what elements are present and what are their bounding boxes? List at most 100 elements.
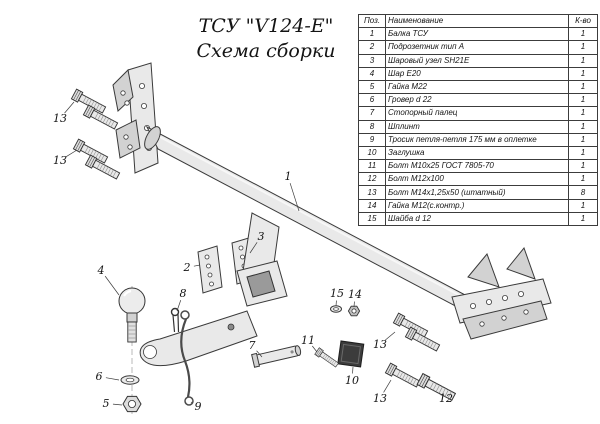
part-quantity: 8 bbox=[568, 185, 598, 200]
header-position: Поз. bbox=[358, 13, 386, 29]
callout-leader-line bbox=[289, 183, 300, 212]
part-quantity: 1 bbox=[568, 145, 598, 161]
ball-mount-arm bbox=[139, 310, 258, 367]
receiver-tube bbox=[236, 212, 288, 307]
part-position: 14 bbox=[358, 198, 386, 213]
callout-number: 1 bbox=[285, 170, 292, 183]
part-name: Болт М12х100 bbox=[385, 172, 569, 187]
part-name: Тросик петля-петля 175 мм в оплетке bbox=[385, 132, 569, 147]
part-name: Болт М10х25 ГОСТ 7805-70 bbox=[385, 159, 569, 174]
callout-number: 13 bbox=[53, 154, 67, 167]
bolt-m14-drawing bbox=[384, 362, 422, 390]
callout-number: 8 bbox=[180, 287, 187, 300]
callout-number: 4 bbox=[97, 264, 105, 277]
part-position: 12 bbox=[358, 172, 386, 187]
part-quantity: 1 bbox=[568, 93, 598, 108]
part-name: Шплинт bbox=[385, 119, 569, 134]
callout-number: 10 bbox=[345, 374, 359, 387]
part-name: Болт М14х1,25х50 (штатный) bbox=[385, 185, 569, 200]
part-quantity: 1 bbox=[568, 40, 598, 55]
callout-leader-line bbox=[385, 331, 396, 341]
flat-washer bbox=[330, 305, 342, 313]
callout-number: 13 bbox=[373, 338, 387, 351]
part-quantity: 1 bbox=[568, 53, 598, 68]
callout-number: 13 bbox=[53, 112, 67, 125]
part-name: Балка ТСУ bbox=[385, 27, 569, 42]
callout-leader-line bbox=[176, 300, 182, 312]
part-position: 2 bbox=[358, 40, 386, 55]
callout-number: 7 bbox=[249, 339, 256, 352]
callout-number: 9 bbox=[195, 400, 202, 413]
callout-leader-line bbox=[190, 401, 193, 404]
header-name: Наименование bbox=[385, 13, 569, 29]
part-name: Гайка М12(с.контр.) bbox=[385, 198, 569, 213]
part-name: Подрозетник тип А bbox=[385, 40, 569, 55]
hitch-ball bbox=[118, 286, 146, 414]
part-quantity: 1 bbox=[568, 79, 598, 95]
part-quantity: 1 bbox=[568, 198, 598, 213]
callout-leader-line bbox=[64, 101, 75, 114]
callout-leader-line bbox=[104, 275, 120, 296]
part-position: 10 bbox=[358, 145, 386, 161]
callout-leader-line bbox=[256, 350, 263, 358]
part-position: 15 bbox=[358, 211, 386, 227]
part-name: Гровер d 22 bbox=[385, 93, 569, 108]
callout-number: 11 bbox=[301, 334, 315, 347]
callout-leader-line bbox=[438, 392, 441, 395]
part-position: 1 bbox=[358, 27, 386, 42]
callout-leader-line bbox=[249, 242, 258, 254]
part-name: Шар Е20 bbox=[385, 66, 569, 81]
receiver-cap bbox=[337, 340, 365, 368]
lock-nut bbox=[347, 305, 361, 317]
callout-leader-line bbox=[65, 149, 78, 158]
callout-number: 6 bbox=[96, 370, 103, 383]
callout-leader-line bbox=[383, 379, 392, 393]
part-name: Шайба d 12 bbox=[385, 211, 569, 227]
part-position: 7 bbox=[358, 106, 386, 121]
part-position: 9 bbox=[358, 132, 386, 147]
header-quantity: К-во bbox=[568, 13, 598, 29]
part-position: 6 bbox=[358, 93, 386, 108]
drawing-title: ТСУ "V124-E" Схема сборки bbox=[188, 14, 344, 63]
right-mount-bracket bbox=[451, 246, 552, 340]
cotter-pin bbox=[170, 307, 180, 333]
callout-leader-line bbox=[112, 403, 123, 406]
callout-number: 2 bbox=[183, 261, 191, 274]
part-name: Шаровый узел SH21E bbox=[385, 53, 569, 68]
ball-nut bbox=[122, 395, 142, 413]
callout-number: 14 bbox=[348, 288, 362, 301]
part-name: Заглушка bbox=[385, 145, 569, 161]
part-quantity: 1 bbox=[568, 106, 598, 121]
callout-number: 5 bbox=[103, 397, 110, 410]
part-quantity: 1 bbox=[568, 66, 598, 81]
part-name: Стопорный палец bbox=[385, 106, 569, 121]
callout-number: 3 bbox=[258, 230, 265, 243]
part-position: 5 bbox=[358, 79, 386, 95]
bolt-m10-drawing bbox=[314, 347, 340, 369]
spring-washer bbox=[120, 375, 140, 385]
callout-leader-line bbox=[193, 264, 201, 267]
part-quantity: 1 bbox=[568, 211, 598, 227]
title-line-2: Схема сборки bbox=[196, 39, 336, 62]
part-position: 8 bbox=[358, 119, 386, 134]
part-position: 3 bbox=[358, 53, 386, 68]
